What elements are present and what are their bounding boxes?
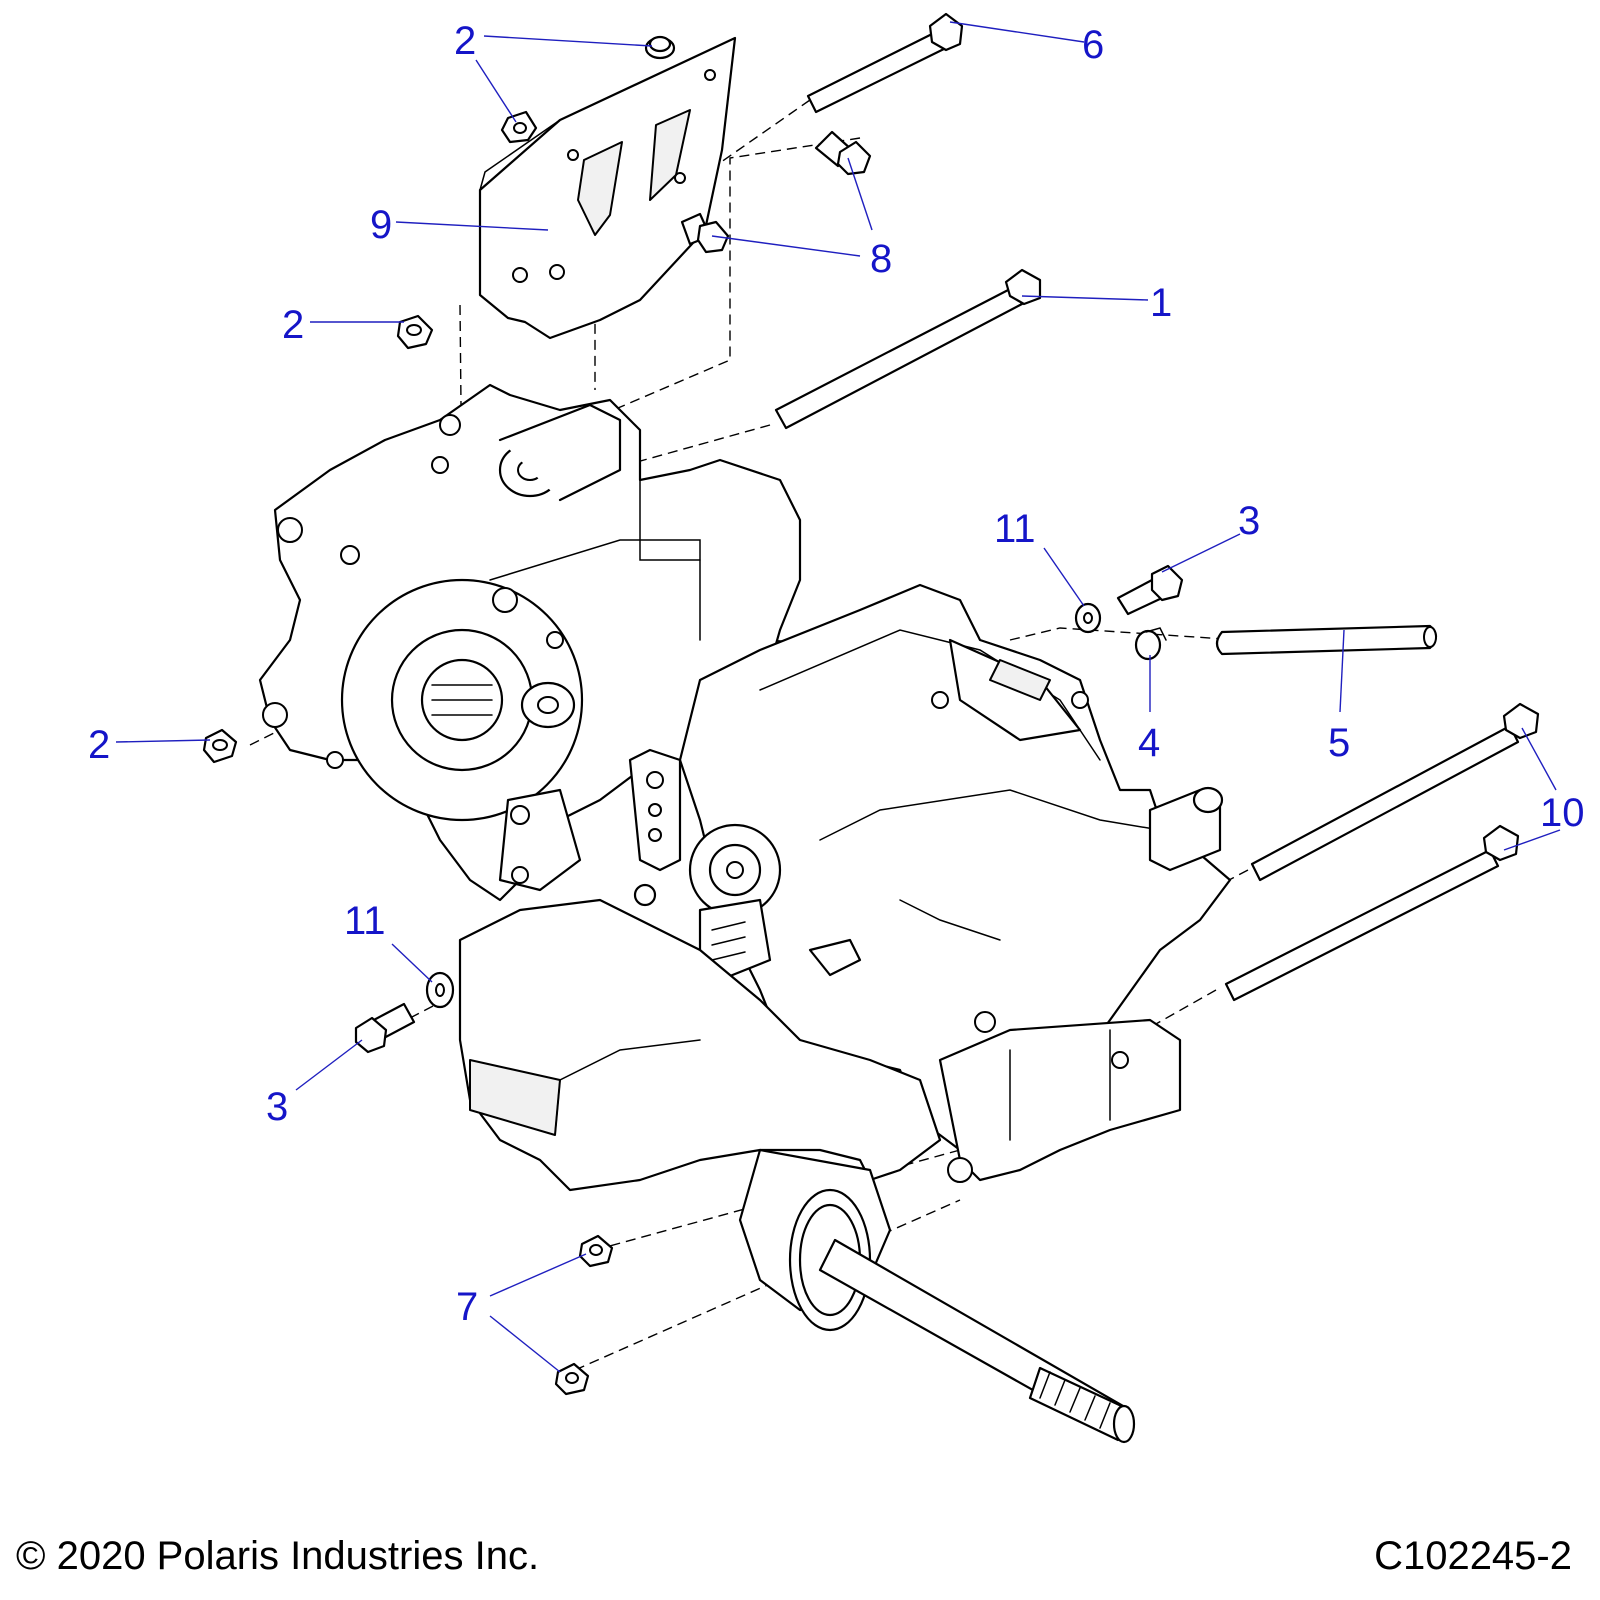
leader-8-lower <box>711 235 861 257</box>
long-bolt-6 <box>806 12 964 114</box>
leader-9 <box>395 221 549 231</box>
flange-nut-top <box>644 35 676 60</box>
leader-2-top-b <box>475 59 517 123</box>
leader-3-right <box>1161 533 1241 573</box>
leader-lines <box>115 21 1561 1373</box>
engine-mount-bracket <box>478 36 737 340</box>
long-bolt-10-lower <box>1224 824 1520 1002</box>
flange-nut-7-lower <box>554 1362 590 1396</box>
leader-11-left <box>391 943 433 983</box>
leader-10-upper <box>1521 727 1557 791</box>
leader-3-left <box>295 1039 363 1091</box>
callout-2: 2 <box>282 303 304 347</box>
leader-5 <box>1339 629 1345 713</box>
leader-10-lower <box>1503 829 1561 851</box>
callout-3: 3 <box>1238 499 1260 543</box>
washer-11-right <box>1074 602 1102 634</box>
callout-2: 2 <box>454 19 476 63</box>
callout-3: 3 <box>266 1085 288 1129</box>
callout-2: 2 <box>88 723 110 767</box>
short-bolt-3-right <box>1116 564 1184 616</box>
long-bolt-10-upper <box>1250 702 1540 882</box>
hose-clamp-4 <box>1134 627 1167 661</box>
callout-6: 6 <box>1082 23 1104 67</box>
hose-5 <box>1215 624 1438 656</box>
short-bolt-8-lower <box>680 212 730 254</box>
callout-7: 7 <box>456 1285 478 1329</box>
leader-6 <box>949 21 1085 43</box>
callout-5: 5 <box>1328 721 1350 765</box>
leader-2-top <box>483 35 653 47</box>
drawing-number: C102245-2 <box>1374 1534 1572 1578</box>
long-bolt-1 <box>774 268 1042 430</box>
transmission-assembly <box>258 383 1232 1444</box>
callout-1: 1 <box>1150 281 1172 325</box>
flange-nut-mid-left <box>396 314 434 350</box>
flange-nut-upper-left <box>500 110 538 144</box>
copyright-notice: © 2020 Polaris Industries Inc. <box>16 1534 540 1578</box>
callout-11: 11 <box>994 507 1036 551</box>
short-bolt-3-left <box>354 1002 416 1054</box>
leader-2-low <box>115 739 211 743</box>
leader-7-upper <box>489 1253 587 1297</box>
callout-9: 9 <box>370 203 392 247</box>
callout-4: 4 <box>1138 721 1160 765</box>
callout-labels: 2 6 9 8 1 2 11 3 2 4 5 10 11 3 7 <box>88 19 1585 1329</box>
leader-11-right <box>1043 547 1085 607</box>
short-bolt-8-upper <box>814 130 872 176</box>
washer-11-left <box>425 971 455 1009</box>
fasteners <box>202 12 1540 1396</box>
callout-8: 8 <box>870 237 892 281</box>
callout-11: 11 <box>344 899 386 943</box>
leader-8-upper <box>847 157 873 231</box>
callout-10: 10 <box>1540 791 1585 835</box>
flange-nut-7-upper <box>578 1234 614 1268</box>
flange-nut-lower-left <box>202 728 238 764</box>
leader-7-lower <box>489 1315 561 1373</box>
leader-1 <box>1021 295 1149 301</box>
